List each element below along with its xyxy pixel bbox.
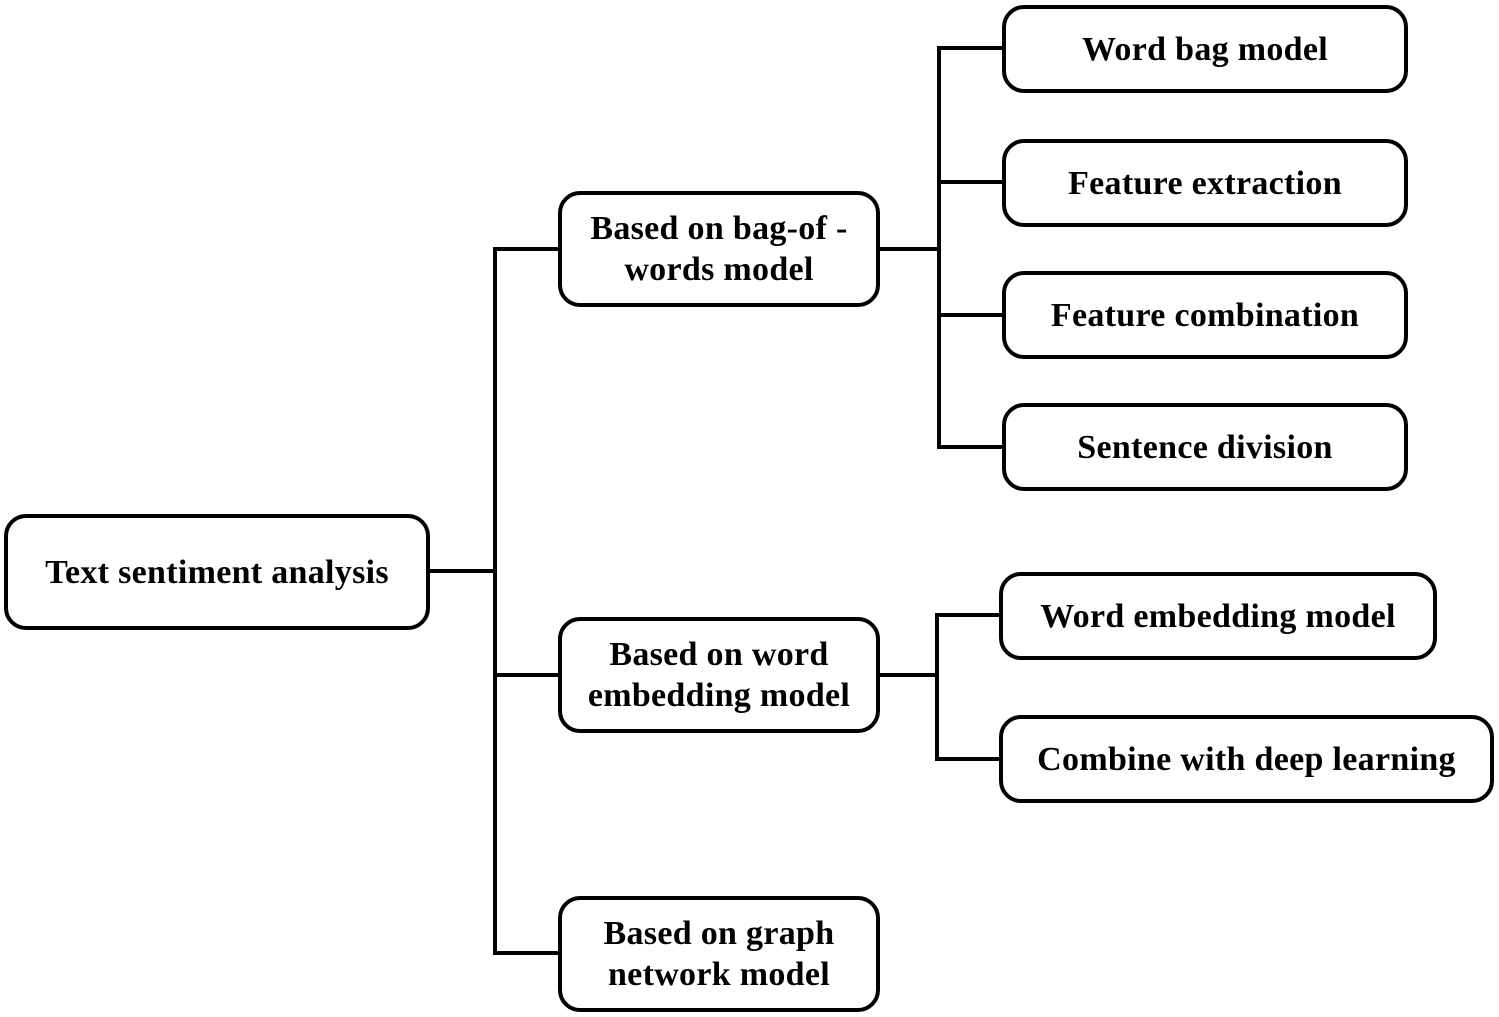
branch-node-word-embedding: Based on word embedding model bbox=[558, 617, 880, 733]
leaf-node-feature-combination: Feature combination bbox=[1002, 271, 1408, 359]
branch-node-label: Based on graph network model bbox=[603, 915, 835, 993]
root-node: Text sentiment analysis bbox=[4, 514, 430, 630]
leaf-node-label: Word bag model bbox=[1081, 30, 1328, 68]
branch-node-bag-of-words: Based on bag-of - words model bbox=[558, 191, 880, 307]
leaf-node-feature-extraction: Feature extraction bbox=[1002, 139, 1408, 227]
leaf-node-sentence-division: Sentence division bbox=[1002, 403, 1408, 491]
leaf-node-combine-deep-learning: Combine with deep learning bbox=[999, 715, 1494, 803]
leaf-node-word-bag-model: Word bag model bbox=[1002, 5, 1408, 93]
leaf-node-label: Combine with deep learning bbox=[1037, 740, 1456, 778]
leaf-node-label: Sentence division bbox=[1077, 428, 1333, 466]
leaf-node-word-embedding-model: Word embedding model bbox=[999, 572, 1437, 660]
leaf-node-label: Word embedding model bbox=[1040, 597, 1396, 635]
branch-node-label: Based on bag-of - words model bbox=[590, 210, 848, 288]
branch-node-graph-network: Based on graph network model bbox=[558, 896, 880, 1012]
branch-node-label: Based on word embedding model bbox=[587, 636, 851, 714]
root-node-label: Text sentiment analysis bbox=[45, 553, 389, 591]
leaf-node-label: Feature extraction bbox=[1068, 164, 1342, 202]
leaf-node-label: Feature combination bbox=[1050, 296, 1360, 334]
